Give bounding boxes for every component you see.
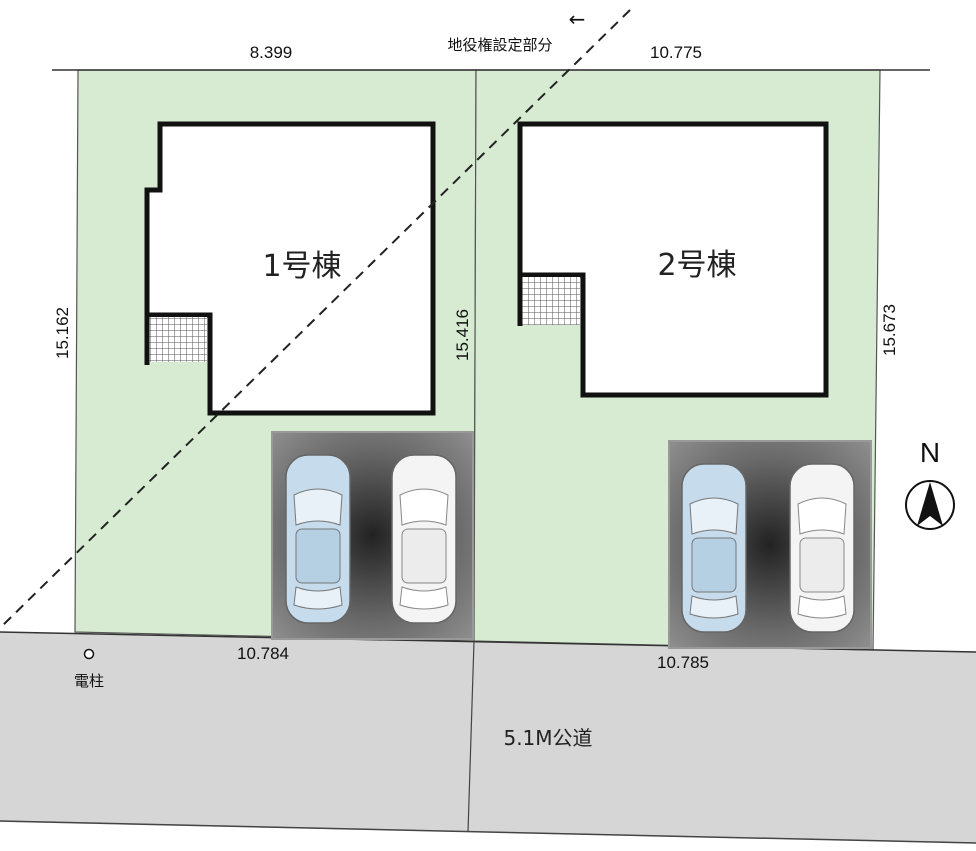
road-area bbox=[0, 632, 976, 843]
lot-1-top-dimension: 8.399 bbox=[250, 43, 293, 62]
compass: N bbox=[905, 437, 955, 530]
car-1a bbox=[285, 454, 351, 624]
lot-2-top-dimension: 10.775 bbox=[650, 43, 702, 62]
building-2-label: 2号棟 bbox=[657, 248, 736, 283]
lot-divider-line bbox=[467, 640, 475, 833]
car-2a bbox=[681, 463, 747, 633]
lot-2-right-dimension: 15.673 bbox=[880, 304, 899, 356]
building-1-porch bbox=[147, 317, 207, 362]
building-2-porch bbox=[522, 277, 580, 325]
easement-line bbox=[0, 9, 631, 629]
car-2b bbox=[789, 463, 855, 633]
easement-label: 地役権設定部分 bbox=[447, 36, 552, 54]
car-1b bbox=[391, 454, 457, 624]
building-1-label: 1号棟 bbox=[262, 249, 341, 284]
compass-north-label: N bbox=[920, 437, 940, 468]
road-label: 5.1M公道 bbox=[503, 726, 592, 750]
utility-pole-icon bbox=[83, 648, 95, 660]
utility-pole-label: 電柱 bbox=[74, 672, 104, 690]
lot-1-bottom-dimension: 10.784 bbox=[237, 644, 289, 663]
lot-1-left-dimension: 15.162 bbox=[53, 307, 72, 359]
compass-arrow-icon bbox=[917, 482, 943, 526]
lot-1-right-dimension: 15.416 bbox=[453, 309, 472, 361]
road-edge-line bbox=[0, 820, 976, 844]
lot-2-bottom-dimension: 10.785 bbox=[657, 653, 709, 672]
building-1-outline bbox=[144, 121, 436, 416]
easement-arrow: ← bbox=[569, 7, 586, 31]
